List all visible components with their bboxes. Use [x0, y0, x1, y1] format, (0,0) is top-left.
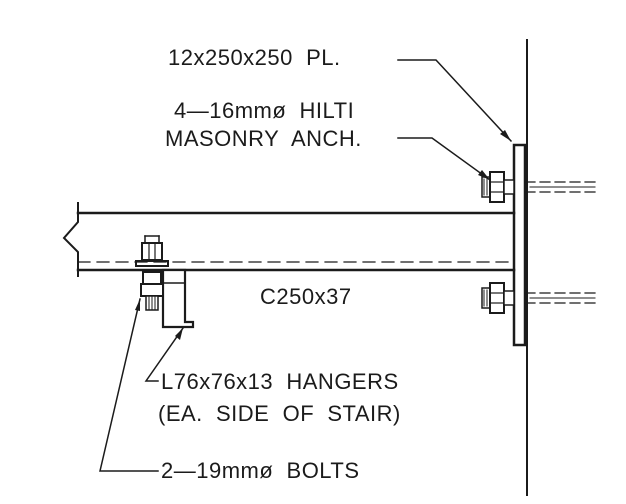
anchor-label-line-2: MASONRY ANCH. — [165, 126, 362, 151]
bolt-label: 2—19mmø BOLTS — [161, 458, 360, 483]
hanger-bolt — [135, 235, 169, 311]
plate-label: 12x250x250 PL. — [168, 45, 341, 70]
plate-leader-arrow — [500, 130, 511, 141]
bolt-leader-arrow — [135, 299, 140, 311]
plate-leader — [397, 59, 513, 143]
anchor-leader — [397, 137, 492, 182]
anchor-leader-arrow — [478, 170, 490, 180]
channel-label: C250x37 — [260, 284, 352, 309]
hanger-label-line-2: (EA. SIDE OF STAIR) — [158, 401, 401, 426]
lower-masonry-anchor — [481, 282, 596, 314]
anchor-label-line-1: 4—16mmø HILTI — [174, 98, 355, 123]
hanger-angle — [161, 268, 195, 329]
hanger-leader-arrow — [175, 328, 183, 340]
bolt-leader — [99, 298, 159, 472]
hanger-label-line-1: L76x76x13 HANGERS — [161, 369, 399, 394]
embed-plate — [512, 143, 527, 347]
hanger-leader — [144, 326, 185, 382]
channel-break-line — [62, 202, 79, 277]
upper-masonry-anchor — [481, 171, 596, 203]
